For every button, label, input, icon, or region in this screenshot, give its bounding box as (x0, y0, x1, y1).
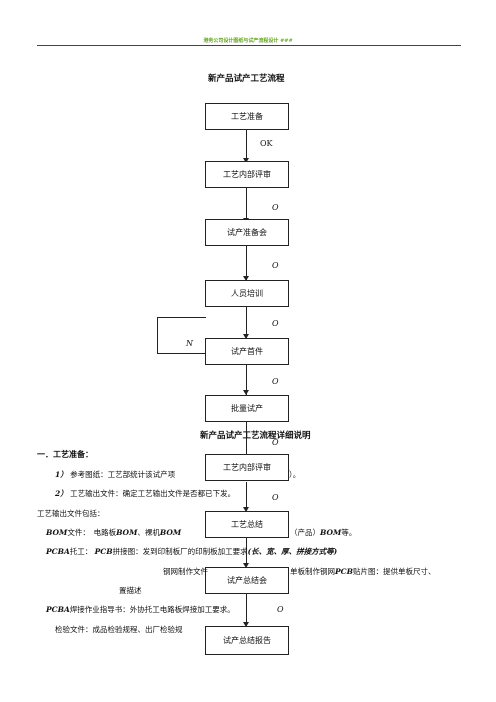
bom-term-2: BOM (116, 528, 138, 537)
item-1-number: 1） (55, 470, 68, 479)
label-o-2: O (272, 261, 279, 270)
bom-tail: （产品） (290, 528, 320, 537)
position-description: 置描述 (119, 586, 142, 595)
step-summary-meeting: 试产总结会 (205, 567, 289, 594)
item-1: 1） 参考图纸：工艺部统计该试产项 (55, 469, 175, 480)
item-1-tail: ）。 (289, 470, 301, 479)
connector-2 (246, 188, 247, 223)
detail-title: 新产品试产工艺流程详细说明 (200, 431, 311, 441)
bom-text-2: 、裸机 (137, 528, 160, 537)
step-batch-trial: 批量试产 (205, 395, 289, 422)
stencil-line: 单板制作钢网PCB贴片图：提供单板尺寸、 (290, 566, 435, 577)
item-1-text: 参考图纸：工艺部统计该试产项 (70, 470, 176, 479)
item-2: 2） 工艺输出文件：确定工艺输出文件是否都已下发。 (55, 488, 235, 499)
weld-text: 焊接作业指导书：外协托工电路板焊接加工要求。 (69, 605, 235, 614)
step-first-article: 试产首件 (205, 338, 289, 365)
section-heading-1: 一．工艺准备： (37, 449, 93, 459)
label-n: N (186, 339, 193, 348)
step-process-summary: 工艺总结 (205, 511, 289, 538)
bom-line-tail: （产品）BOM等。 (290, 527, 356, 538)
label-o-6: O (272, 493, 279, 502)
pcba-term-2: PCBA (46, 605, 70, 614)
label-o-7: O (277, 605, 284, 614)
step-summary-report: 试产总结报告 (205, 626, 289, 655)
flowchart-title: 新产品试产工艺流程 (208, 74, 285, 84)
bom-term-3: BOM (159, 528, 182, 537)
pcb-term-2: PCB (335, 567, 353, 576)
connector-9 (246, 594, 247, 627)
pcba-term-1: PCBA (46, 547, 70, 556)
label-ok: OK (260, 139, 273, 148)
bom-text-1: 文件： 电路板 (67, 528, 117, 537)
step-internal-review-2: 工艺内部评审 (205, 454, 289, 481)
connector-5 (246, 365, 247, 395)
arrow-9 (243, 622, 249, 627)
pcba-text-2: 拼接图：发到印制板厂的印制板加工要求 (112, 547, 248, 556)
stencil-tail: 单板制作钢网 (290, 567, 335, 576)
label-o-3: O (272, 319, 279, 328)
connector-4 (246, 306, 247, 339)
connector-6 (246, 422, 247, 454)
pcba-text-1: 托工： (69, 547, 93, 556)
label-o-5: O (272, 438, 279, 447)
label-o-4: O (272, 377, 279, 386)
item-2-number: 2） (55, 489, 68, 498)
connector-3 (246, 246, 247, 281)
inspection-line: 检验文件：成品检验规程、出厂检验规 (55, 625, 183, 634)
arrow-7 (243, 507, 249, 512)
pcba-tail: (长、宽、厚、拼接方式等) (247, 547, 338, 556)
arrow-3 (243, 276, 249, 281)
bom-end: 等。 (341, 528, 357, 537)
page-header: 港务公司设计图纸与试产流程设计 ### (203, 38, 293, 44)
stencil-line-head: 钢网制作文件 (163, 567, 208, 576)
step-internal-review: 工艺内部评审 (205, 161, 289, 188)
loop-back-connector (157, 317, 206, 354)
item-2-text: 工艺输出文件：确定工艺输出文件是否都已下发。 (70, 489, 236, 498)
connector-7 (246, 482, 247, 512)
arrow-4 (243, 334, 249, 339)
connector-8 (246, 538, 247, 568)
stencil-end: 贴片图：提供单板尺寸、 (352, 567, 436, 576)
label-o-1: O (272, 203, 279, 212)
arrow-5 (243, 390, 249, 395)
pcb-term-1: PCB (94, 547, 113, 556)
arrow-8 (243, 563, 249, 568)
arrow-1 (243, 158, 249, 163)
weld-line: PCBA焊接作业指导书：外协托工电路板焊接加工要求。 (46, 604, 235, 615)
header-divider (37, 45, 461, 46)
connector-1 (246, 130, 247, 162)
step-process-prep: 工艺准备 (205, 103, 289, 130)
step-staff-training: 人员培训 (205, 280, 289, 307)
output-intro: 工艺输出文件包括： (37, 509, 105, 518)
pcba-line: PCBA托工： PCB拼接图：发到印制板厂的印制板加工要求(长、宽、厚、拼接方式… (46, 546, 337, 557)
step-trial-meeting: 试产准备会 (205, 219, 289, 246)
bom-term-1: BOM (46, 528, 68, 537)
bom-line: BOM文件： 电路板BOM、裸机BOM (46, 527, 181, 538)
bom-term-4: BOM (320, 528, 342, 537)
